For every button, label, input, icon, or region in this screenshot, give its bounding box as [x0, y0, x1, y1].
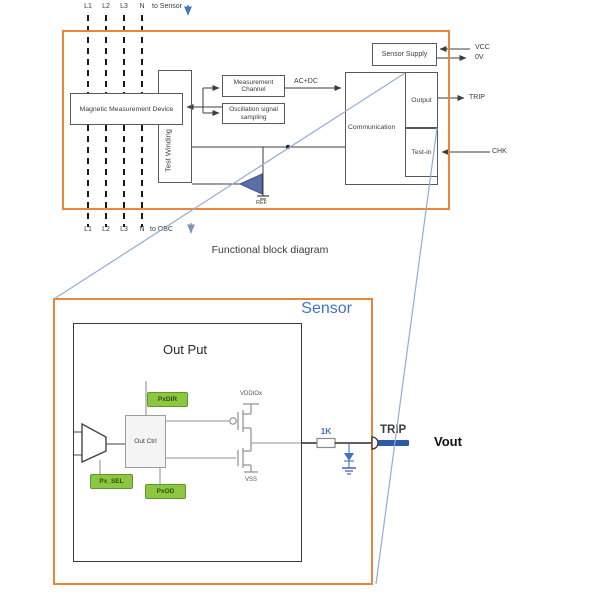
- px-sel-pin: Px_SEL: [90, 474, 133, 489]
- sensor-supply-label: Sensor Supply: [381, 51, 428, 58]
- bus-label-n-top: N: [139, 3, 145, 10]
- bus-label-n-bottom: N: [139, 226, 145, 233]
- vcc-label: VCC: [475, 44, 490, 51]
- zero-v-label: 0V: [475, 54, 484, 61]
- bus-label-l3-bottom: L3: [120, 226, 128, 233]
- vddiox-label: VDDIOx: [239, 391, 262, 397]
- pxod-label: PxOD: [156, 488, 175, 495]
- pxdir-label: PxDIR: [157, 396, 178, 403]
- output-label: Output: [411, 96, 432, 104]
- out-ctrl-label: Out Ctrl: [134, 438, 157, 445]
- bus-label-l3-top: L3: [120, 3, 128, 10]
- trip-signal-bar: [378, 440, 409, 446]
- top-diagram-frame: [62, 30, 450, 210]
- resistor-value-label: 1K: [320, 426, 332, 436]
- trip-label-detail: TRIP: [380, 424, 407, 436]
- chk-label: CHK: [492, 148, 507, 155]
- diagram-caption: Functional block diagram: [211, 244, 329, 256]
- output-box: Output: [405, 72, 438, 128]
- bus-label-l2-bottom: L2: [102, 226, 110, 233]
- out-put-box: [73, 323, 302, 562]
- pxod-pin: PxOD: [145, 484, 186, 499]
- out-ctrl-box: Out Ctrl: [125, 415, 166, 468]
- bus-label-l1-bottom: L1: [84, 226, 92, 233]
- sensor-supply-box: Sensor Supply: [372, 43, 437, 66]
- sensor-title: Sensor: [301, 300, 352, 317]
- px-sel-label: Px_SEL: [99, 478, 124, 485]
- pxdir-pin: PxDIR: [147, 392, 188, 407]
- vss-label: VSS: [244, 477, 257, 483]
- bus-label-l1-top: L1: [84, 3, 92, 10]
- to-obc-label: to OBC: [150, 226, 173, 233]
- trip-label-top: TRIP: [469, 94, 485, 101]
- out-put-title: Out Put: [162, 342, 208, 357]
- to-sensor-label: to Sensor: [152, 3, 182, 10]
- bus-label-l2-top: L2: [102, 3, 110, 10]
- vout-label: Vout: [434, 434, 462, 449]
